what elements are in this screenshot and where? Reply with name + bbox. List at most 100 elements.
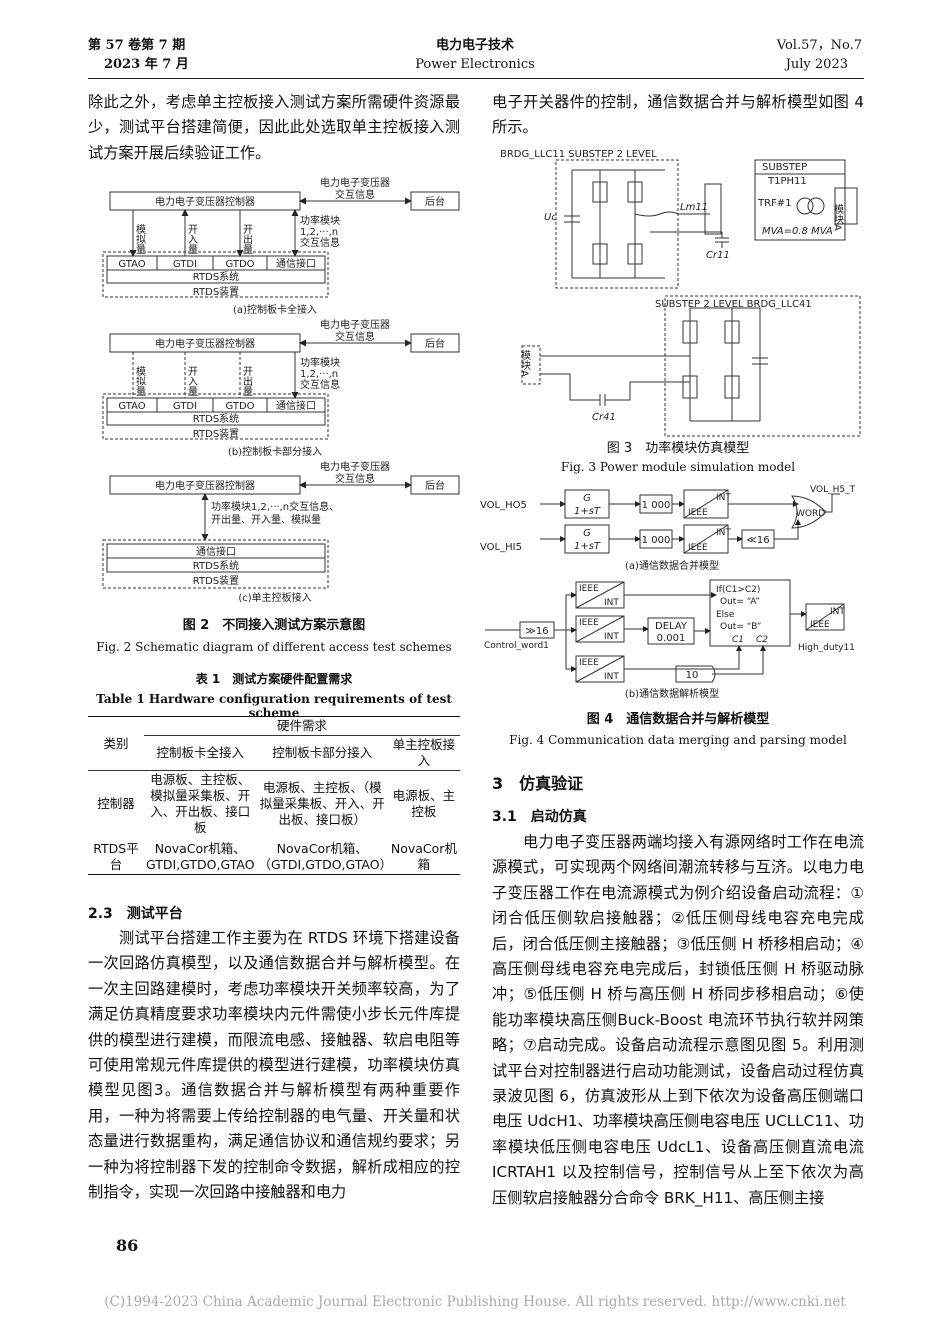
fig2a-din: 开入量	[186, 224, 198, 254]
fig3-cr: Cr11	[706, 250, 730, 261]
table-row-name: RTDS平台	[93, 841, 139, 872]
table-col-2: 控制板卡部分接入	[272, 745, 373, 760]
page-number: 86	[116, 1236, 139, 1255]
fig4-int-3: INT	[604, 598, 619, 608]
fig4-else: Else	[716, 610, 735, 620]
fig2c-controller: 电力电子变压器控制器	[155, 479, 255, 492]
fig2a-controller: 电力电子变压器控制器	[155, 195, 255, 208]
fig2a-module-1: 功率模块	[300, 214, 340, 227]
fig2a-comm: 通信接口	[276, 257, 316, 270]
fig2a-rtds-sys: RTDS系统	[193, 270, 239, 283]
fig2b-din: 开入量	[186, 366, 198, 396]
fig4-out-b: Out= “B”	[720, 622, 761, 632]
left-paragraph-2: 测试平台搭建工作主要为在 RTDS 环境下搭建设备一次回路仿真模型，以及通信数据…	[88, 929, 460, 1202]
fig4-if: If(C1>C2)	[716, 585, 760, 595]
table-cell: 电源板、主控板、模拟量采集板、开入、开出板、接口板	[150, 772, 251, 835]
table-header-category: 类别	[103, 735, 129, 751]
fig2a-caption: (a)控制板卡全接入	[233, 303, 317, 316]
fig4-caption-b: (b)通信数据解析模型	[625, 687, 719, 700]
fig2c-comm: 通信接口	[196, 545, 236, 558]
fig4-ieee-3: IEEE	[579, 584, 599, 594]
fig2c-interaction-1: 电力电子变压器	[320, 460, 390, 473]
fig2c-info-2: 开出量、开入量、模拟量	[211, 513, 321, 526]
fig4-g-den-2: 1+sT	[574, 541, 601, 552]
fig4-caption-cn: 图 4 通信数据合并与解析模型	[586, 712, 770, 727]
fig2b-gtdo: GTDO	[225, 401, 254, 412]
fig2c-rtds-sys: RTDS系统	[193, 559, 239, 572]
section-3-1-heading: 3.1 启动仿真	[492, 809, 587, 825]
table-cell: NovaCor机箱	[390, 841, 457, 872]
fig2a-rtds-dev: RTDS装置	[193, 285, 239, 298]
volume-en: Vol.57，No.7	[776, 38, 862, 53]
table-cell: NovaCor机箱、（GTDI,GTDO,GTAO）	[258, 841, 393, 872]
fig4-c2: C2	[756, 635, 768, 645]
table-col-1: 控制板卡全接入	[156, 745, 245, 760]
fig2a-interaction-2: 交互信息	[335, 188, 375, 201]
fig2a-module-2: 1,2,···,n	[300, 227, 338, 238]
fig2a-gtao: GTAO	[118, 259, 145, 270]
fig2c-backend: 后台	[425, 479, 445, 492]
fig2b-controller: 电力电子变压器控制器	[155, 337, 255, 350]
fig2b-interaction-1: 电力电子变压器	[320, 318, 390, 331]
fig4-caption-en: Fig. 4 Communication data merging and pa…	[509, 733, 847, 747]
right-paragraph-0: 电子开关器件的控制，通信数据合并与解析模型如图 4 所示。	[492, 93, 864, 137]
fig2a-gtdo: GTDO	[225, 259, 254, 270]
copyright-footer: (C)1994-2023 China Academic Journal Elec…	[104, 1294, 846, 1310]
fig4-int-1: INT	[716, 493, 731, 503]
fig2a-dout: 开出量	[241, 224, 253, 254]
section-2-3-heading: 2.3 测试平台	[88, 906, 183, 922]
volume-issue: 第 57 卷第 7 期	[88, 38, 186, 53]
hardware-table: 类别 硬件需求 控制板卡全接入 控制板卡部分接入 单主控板接入 控制器 电源板、…	[88, 716, 460, 875]
fig4-word: WORD	[796, 509, 825, 519]
fig2a-interaction-1: 电力电子变压器	[320, 176, 390, 189]
figure-3-diagram: BRDG_LLC11 SUBSTEP 2 LEVEL SUBSTEP T1PH1…	[500, 149, 861, 437]
table-header-group: 硬件需求	[144, 716, 460, 736]
fig2b-module-3: 交互信息	[300, 378, 340, 391]
fig4-high-duty: High_duty11	[798, 643, 855, 653]
fig4-int-4: INT	[604, 632, 619, 642]
fig2-caption-cn: 图 2 不同接入测试方案示意图	[182, 618, 366, 633]
fig3-substep: SUBSTEP	[762, 162, 807, 173]
fig4-out-a: Out= “A”	[720, 597, 760, 607]
fig4-ieee-5: IEEE	[579, 658, 599, 668]
fig2a-gtdi: GTDI	[173, 259, 197, 270]
fig4-ieee-1: IEEE	[688, 508, 708, 518]
fig2b-rtds-sys: RTDS系统	[193, 412, 239, 425]
fig2a-module-3: 交互信息	[300, 236, 340, 249]
fig4-g-num-1: G	[583, 493, 591, 504]
fig4-ieee-6: IEEE	[810, 620, 830, 630]
fig2b-gtdi: GTDI	[173, 401, 197, 412]
fig4-ieee-4: IEEE	[579, 618, 599, 628]
figure-2-diagram: 电力电子变压器控制器 后台 电力电子变压器 交互信息 模拟量 开入量 开出量 功…	[102, 176, 460, 604]
fig3-lm: Lm11	[680, 202, 708, 213]
fig2-caption-en: Fig. 2 Schematic diagram of different ac…	[96, 640, 452, 654]
fig3-t1ph: T1PH11	[767, 176, 807, 187]
right-paragraph-1: 电力电子变压器两端均接入有源网络时工作在电流源模式，可实现两个网络间潮流转移与互…	[492, 833, 864, 1207]
fig2c-interaction-2: 交互信息	[335, 472, 375, 485]
table-cell: 电源板、主控板	[392, 788, 456, 819]
fig2b-interaction-2: 交互信息	[335, 330, 375, 343]
table-row: 控制器 电源板、主控板、模拟量采集板、开入、开出板、接口板 电源板、主控板、（模…	[88, 771, 460, 838]
fig3-trf: TRF#1	[757, 198, 792, 209]
journal-cn: 电力电子技术	[435, 38, 514, 53]
fig2b-dout: 开出量	[241, 366, 253, 396]
table1-caption-cn: 表 1 测试方案硬件配置需求	[195, 672, 353, 686]
fig4-shift-right: ≫16	[525, 626, 548, 637]
section-3-heading: 3 仿真验证	[492, 774, 584, 793]
fig4-c1: C1	[732, 635, 744, 645]
date-cn: 2023 年 7 月	[104, 57, 189, 72]
fig4-delay-value: 0.001	[657, 633, 686, 644]
fig4-g-num-2: G	[583, 528, 591, 539]
fig4-vol-hi5: VOL_HI5	[480, 542, 522, 553]
left-paragraph-1: 除此之外，考虑单主控板接入测试方案所需硬件资源最少，测试平台搭建简便，因此此处选…	[88, 93, 460, 162]
fig3-cr41: Cr41	[592, 412, 616, 423]
fig2b-module-2: 1,2,···,n	[300, 369, 338, 380]
fig3-module-right: 模块A	[832, 204, 844, 231]
table-col-3: 单主控板接入	[392, 737, 456, 768]
date-en: July 2023	[785, 57, 848, 72]
fig4-control-word: Control_word1	[484, 641, 549, 651]
fig3-top-title: BRDG_LLC11 SUBSTEP 2 LEVEL	[500, 149, 657, 160]
header-rule	[88, 78, 864, 79]
fig4-caption-a: (a)通信数据合并模型	[625, 559, 719, 572]
fig4-int-2: INT	[716, 528, 731, 538]
